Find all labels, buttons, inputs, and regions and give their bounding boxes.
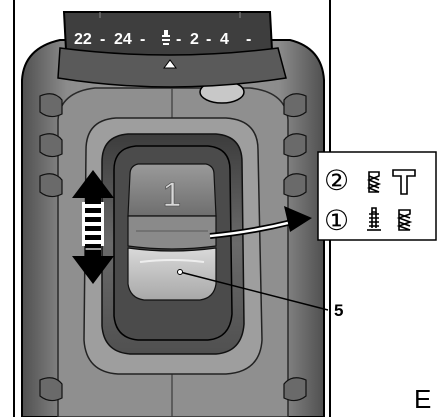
- scale-value-22: 22: [74, 31, 92, 48]
- gear-position-number: 1: [163, 176, 182, 214]
- gear-1-circled-number: ①: [324, 204, 349, 237]
- torque-collar: [57, 11, 287, 88]
- collar-pointer-icon: [163, 59, 177, 69]
- drill-bit-icon: [162, 30, 170, 45]
- torque-scale: 22 - 24 - - 2 - 4 -: [74, 30, 251, 48]
- pointer-arrow-icon: [209, 206, 312, 239]
- scale-dash: -: [176, 31, 181, 48]
- double-arrow-up-down-icon: [72, 170, 114, 284]
- scale-dash: -: [206, 31, 211, 48]
- scale-dash: -: [246, 31, 251, 48]
- callout-anchor-dot: [177, 269, 183, 275]
- screw-bit-icon: [396, 209, 413, 231]
- scale-dash: -: [140, 31, 145, 48]
- gear-slide-switch[interactable]: 1: [127, 163, 217, 301]
- figure-letter: E: [414, 384, 431, 414]
- scale-dash: -: [100, 31, 105, 48]
- callout-leader-line: [179, 271, 329, 311]
- scale-value-4: 4: [220, 31, 229, 48]
- tap-icon: [392, 169, 416, 195]
- drill-bit-icon: [367, 207, 381, 231]
- callout-label: 5: [334, 301, 343, 320]
- scale-value-24: 24: [114, 31, 132, 48]
- gear-settings-legend: ② ①: [317, 151, 437, 241]
- scale-value-2: 2: [190, 31, 199, 48]
- gear-2-circled-number: ②: [324, 164, 349, 197]
- screw-bit-icon: [366, 171, 382, 193]
